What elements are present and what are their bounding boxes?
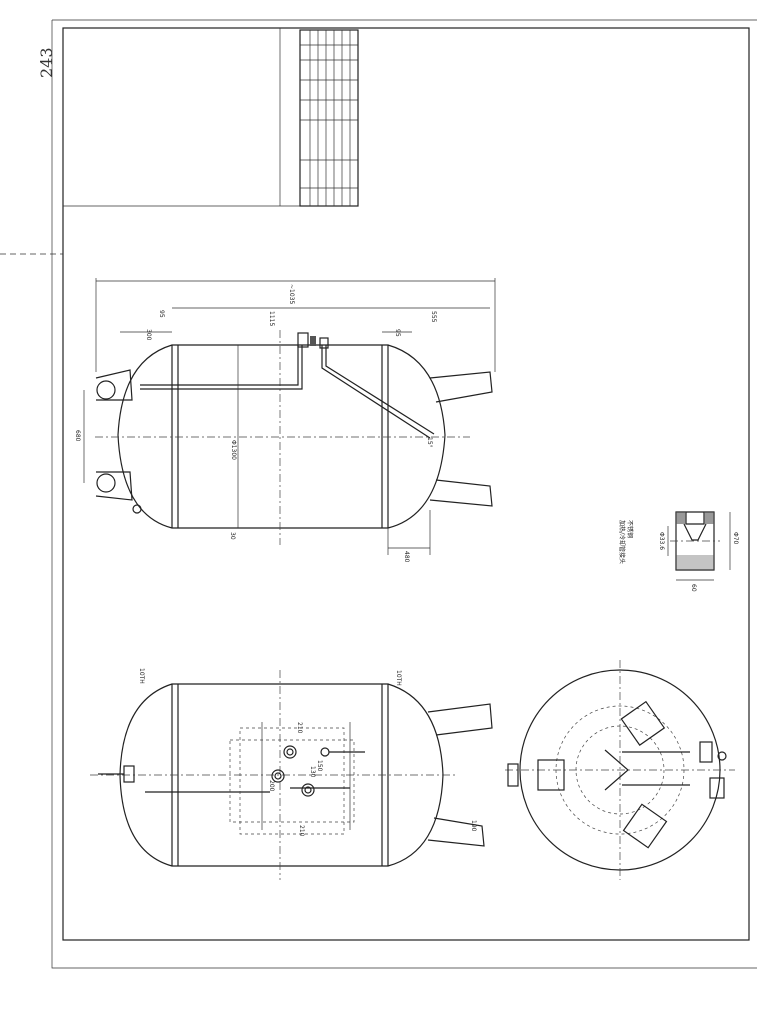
lifting-lug-bottom — [96, 473, 116, 493]
drawing-frame — [62, 27, 750, 941]
dim-right: 555 — [430, 311, 437, 323]
vessel-body-top — [117, 344, 446, 529]
detail-title: 加热/冷却管接头 — [618, 520, 626, 564]
nozzle-table — [299, 29, 359, 207]
dim-front-d: 130 — [309, 766, 316, 778]
dim-front-f: 190 — [470, 820, 477, 832]
dim-front-c: 200 — [268, 780, 275, 792]
dim-inner-diameter: Φ33.6 — [658, 532, 665, 550]
dim-angle: 15° — [426, 437, 433, 448]
dim-bottom-left: 30 — [229, 532, 236, 540]
label-right-head: 10TH — [395, 670, 402, 686]
dim-overall: ~1035 — [288, 284, 295, 304]
support-leg-lower — [429, 479, 493, 507]
dim-nozzle-right: 95 — [394, 329, 401, 337]
dim-outer-diameter: Φ70 — [732, 532, 739, 545]
dim-diameter: Φ1300 — [230, 440, 237, 460]
dim-nozzle-left: 95 — [158, 310, 165, 318]
detail-subtitle: 不锈钢 — [626, 520, 634, 538]
dim-front-e: 150 — [316, 760, 323, 772]
end-view — [505, 660, 735, 880]
detail-view: 加热/冷却管接头 不锈钢 Φ33.6 Φ70 60 — [618, 511, 739, 592]
dim-support: 480 — [403, 551, 410, 563]
lifting-lug-top — [96, 380, 116, 400]
end-lug-top — [620, 700, 666, 746]
dim-front-b: 210 — [298, 825, 305, 837]
inlet-pipe — [140, 345, 299, 386]
end-lug-bottom — [622, 803, 668, 849]
outlet-pipe — [321, 345, 431, 439]
sheet-border — [0, 19, 757, 969]
dim-fitting-length: 60 — [690, 584, 697, 592]
dim-shell: 1115 — [268, 311, 275, 326]
end-lug-left — [537, 759, 565, 791]
inner-outline-dotted — [229, 739, 355, 823]
top-view: ~1035 300 1115 555 95 95 680 Φ1300 30 48… — [74, 278, 496, 563]
support-leg-upper — [429, 371, 493, 403]
dim-height: 680 — [74, 430, 81, 442]
dim-front-a: 210 — [296, 722, 303, 734]
label-left-head: 10TH — [138, 668, 145, 684]
fitting-body — [675, 511, 715, 571]
front-view: 10TH 10TH 210 210 200 130 150 190 — [90, 668, 493, 880]
handwritten-page-number: 243 — [37, 47, 56, 78]
support-leg-front-lower — [427, 817, 485, 847]
support-leg-front-upper — [427, 703, 493, 736]
dim-left: 300 — [145, 329, 152, 341]
